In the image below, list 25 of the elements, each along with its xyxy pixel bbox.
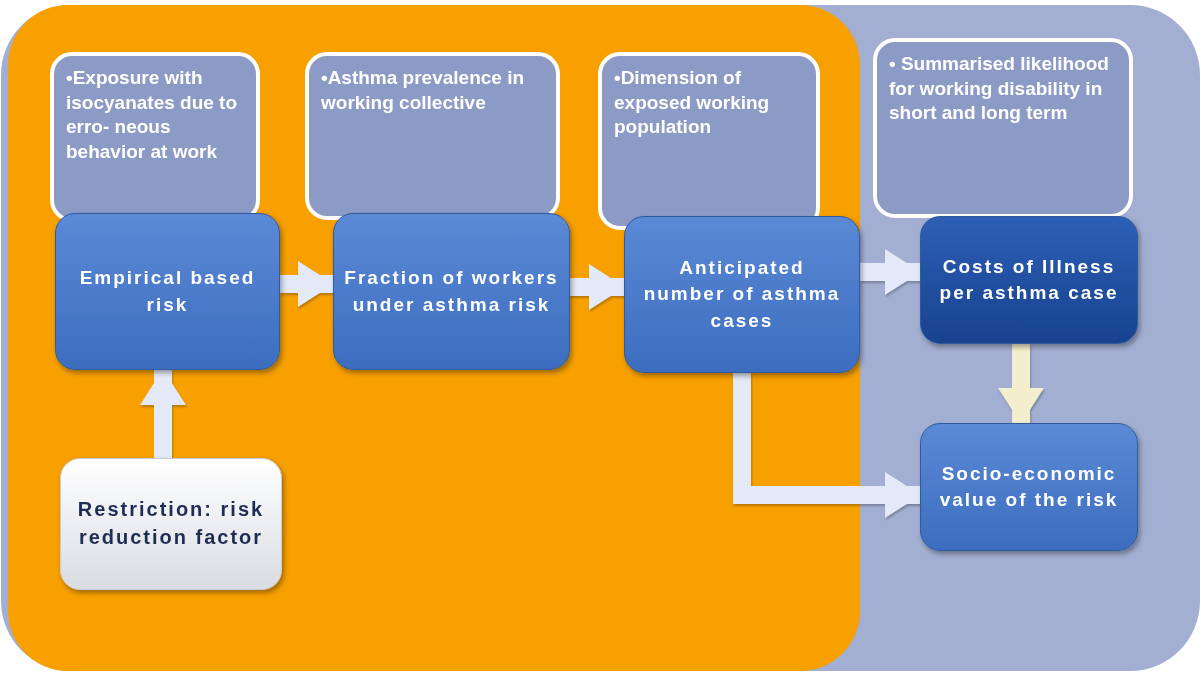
box-label: Anticipated number of asthma cases <box>642 256 842 333</box>
block-arrow <box>140 369 186 458</box>
box-label: Restriction: risk reduction factor <box>76 497 266 550</box>
process-box <box>624 216 860 373</box>
note-box <box>873 38 1133 218</box>
input-box <box>60 458 282 590</box>
note-box <box>598 52 820 230</box>
box-label: Empirical based risk <box>78 266 257 317</box>
note-text: • Summarised likelihood for working disability in short and long term <box>889 52 1110 126</box>
process-box <box>333 213 570 370</box>
block-arrow <box>998 344 1044 424</box>
process-box <box>55 213 280 370</box>
note-text: •Dimension of exposed working population <box>614 66 771 140</box>
note-text: •Exposure with isocyanates due to erro- neous behavior at work <box>66 66 239 165</box>
box-label: Costs of Illness per asthma case <box>938 254 1120 305</box>
box-label: Socio-economic value of the risk <box>938 461 1120 512</box>
block-arrow <box>860 249 921 295</box>
block-arrow <box>280 261 334 307</box>
process-box <box>920 216 1138 344</box>
note-text: •Asthma prevalence in working collective <box>321 66 526 115</box>
block-arrow <box>733 373 921 518</box>
block-arrow <box>570 264 625 310</box>
process-box <box>920 423 1138 551</box>
box-label: Fraction of workers under asthma risk <box>344 266 559 317</box>
note-box <box>305 52 560 220</box>
